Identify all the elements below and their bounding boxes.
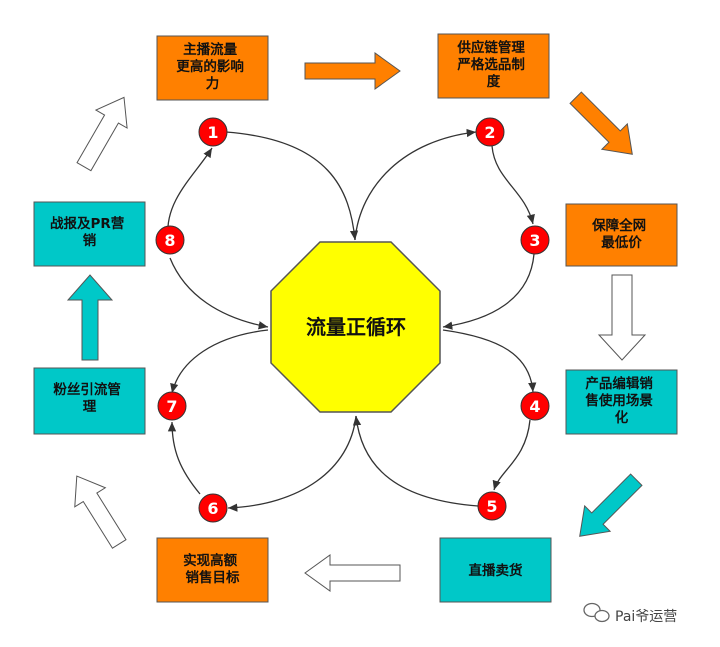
svg-text:产品编辑销 售使用场景 化: 产品编辑销 售使用场景 化 [584,375,657,426]
arrow-up-teal [66,274,114,361]
arrow-down-white [597,274,647,361]
svg-text:供应链管理 严格选品制 度: 供应链管理 严格选品制 度 [456,39,529,90]
box-1-line-1: 主播流量 [183,41,237,58]
connector-center-2 [354,128,477,241]
svg-text:保障全网 最低价: 保障全网 最低价 [591,217,651,251]
svg-text:主播流量 更高的影响 力: 主播流量 更高的影响 力 [176,41,248,92]
box-2-rect [437,33,550,99]
center-label: 流量正循环 [306,315,406,339]
connector-center-6 [227,415,357,512]
box-7: 粉丝引流管 理 [33,367,146,435]
box-4: 产品编辑销 售使用场景 化 [565,369,678,435]
arrow-diag-teal [579,473,643,537]
svg-text:实现高额 销售目标: 实现高额 销售目标 [183,552,242,586]
marker-7-label: 7 [166,397,177,416]
box-8-rect [33,201,146,267]
box-4-rect [565,369,678,435]
marker-8: 8 [155,225,185,255]
box-1-line-2: 更高的影响 [176,58,244,75]
connectors [167,128,537,512]
marker-5: 5 [477,491,507,521]
box-8: 战报及PR营 销 [33,201,146,267]
box-3-rect [565,203,678,267]
connector-center-7 [170,329,269,394]
box-1-line-3: 力 [206,75,220,92]
box-7-line-2: 理 [83,399,97,415]
connector-6-7 [167,421,201,495]
marker-2-label: 2 [484,123,495,142]
svg-text:战报及PR营 销: 战报及PR营 销 [50,215,129,249]
marker-4-label: 4 [529,397,540,416]
box-5-line-1: 直播卖货 [469,562,523,579]
arrow-right-orange [304,52,401,90]
box-6-line-2: 销售目标 [186,569,240,586]
marker-3: 3 [520,225,550,255]
box-4-line-2: 售使用场景 [584,392,653,409]
connector-8-1 [167,147,213,237]
box-1-rect [156,35,269,101]
box-1: 主播流量 更高的影响 力 [156,35,269,101]
box-6-line-1: 实现高额 [183,552,237,569]
connector-center-4 [442,329,537,393]
center-octagon [270,241,441,413]
marker-3-label: 3 [529,231,540,250]
box-6-rect [156,537,269,603]
box-4-line-1: 产品编辑销 [585,375,653,392]
box-5: 直播卖货 [439,537,552,603]
marker-4: 4 [520,391,550,421]
watermark: Pai爷运营 [583,602,677,625]
arrow-left-white [304,554,401,592]
box-7-line-1: 粉丝引流管 [53,381,121,398]
marker-5-label: 5 [486,497,497,516]
watermark-text: Pai爷运营 [615,609,677,625]
marker-1: 1 [198,117,228,147]
marker-6: 6 [198,493,228,523]
arrow-diag-orange [569,91,633,155]
connector-5-center [352,415,479,507]
connector-4-5 [492,419,531,491]
box-4-line-3: 化 [615,409,629,426]
box-2-line-3: 度 [487,73,501,90]
wechat-icon [583,602,610,623]
svg-text:粉丝引流管 理: 粉丝引流管 理 [53,381,125,415]
connector-2-3 [491,145,535,225]
arrow-diag-white-upper [76,96,128,172]
marker-8-label: 8 [164,231,175,250]
connector-1-center [225,131,359,241]
box-8-line-1: 战报及PR营 [50,215,124,232]
marker-1-label: 1 [207,123,218,142]
box-2-line-2: 严格选品制 [456,56,525,73]
marker-2: 2 [475,117,505,147]
box-3-line-2: 最低价 [601,234,642,251]
connector-3-center [442,253,535,330]
connector-8-center [169,257,269,330]
marker-7: 7 [157,391,187,421]
box-6: 实现高额 销售目标 [156,537,269,603]
box-7-rect [33,367,146,435]
box-2: 供应链管理 严格选品制 度 [437,33,550,99]
box-3: 保障全网 最低价 [565,203,678,267]
arrow-diag-white-lower [74,475,127,549]
box-3-line-1: 保障全网 [591,217,646,234]
box-8-line-2: 销 [83,232,97,249]
marker-6-label: 6 [207,499,218,518]
svg-text:直播卖货: 直播卖货 [469,562,523,579]
box-2-line-1: 供应链管理 [456,39,525,56]
box-5-rect [439,537,552,603]
